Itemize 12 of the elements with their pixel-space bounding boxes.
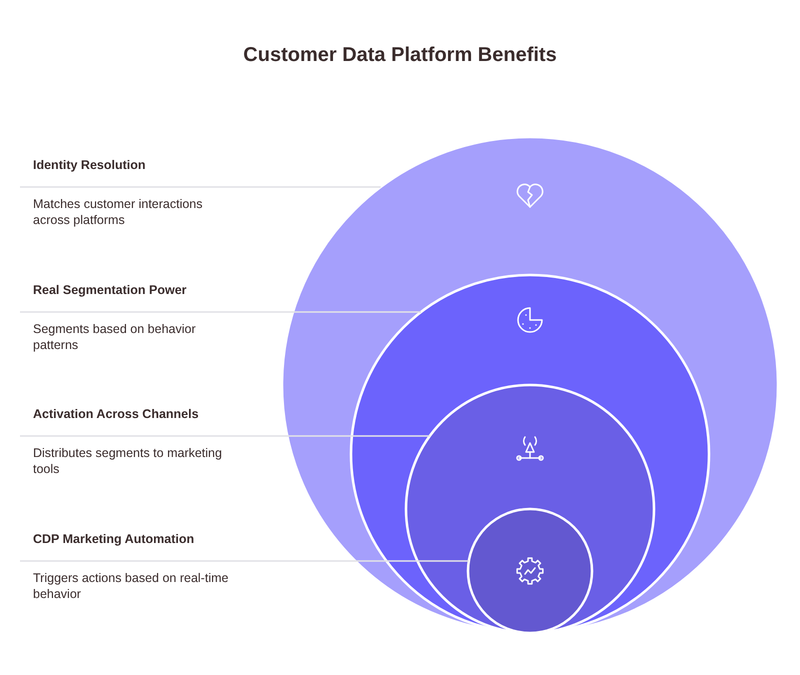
benefit-heading: Real Segmentation Power [33, 282, 188, 298]
benefit-description: Matches customer interactions across platforms [33, 196, 204, 228]
leader-line [20, 560, 469, 562]
benefit-heading: Identity Resolution [33, 157, 146, 173]
leader-line [20, 435, 430, 437]
benefit-description: Distributes segments to marketing tools [33, 445, 223, 477]
benefit-description: Segments based on behavior patterns [33, 321, 197, 353]
benefit-description: Triggers actions based on real-time behavior [33, 570, 230, 602]
benefit-heading: Activation Across Channels [33, 406, 200, 422]
leader-line [20, 311, 422, 313]
benefit-heading: CDP Marketing Automation [33, 531, 196, 547]
diagram-title: Customer Data Platform Benefits [242, 44, 558, 67]
